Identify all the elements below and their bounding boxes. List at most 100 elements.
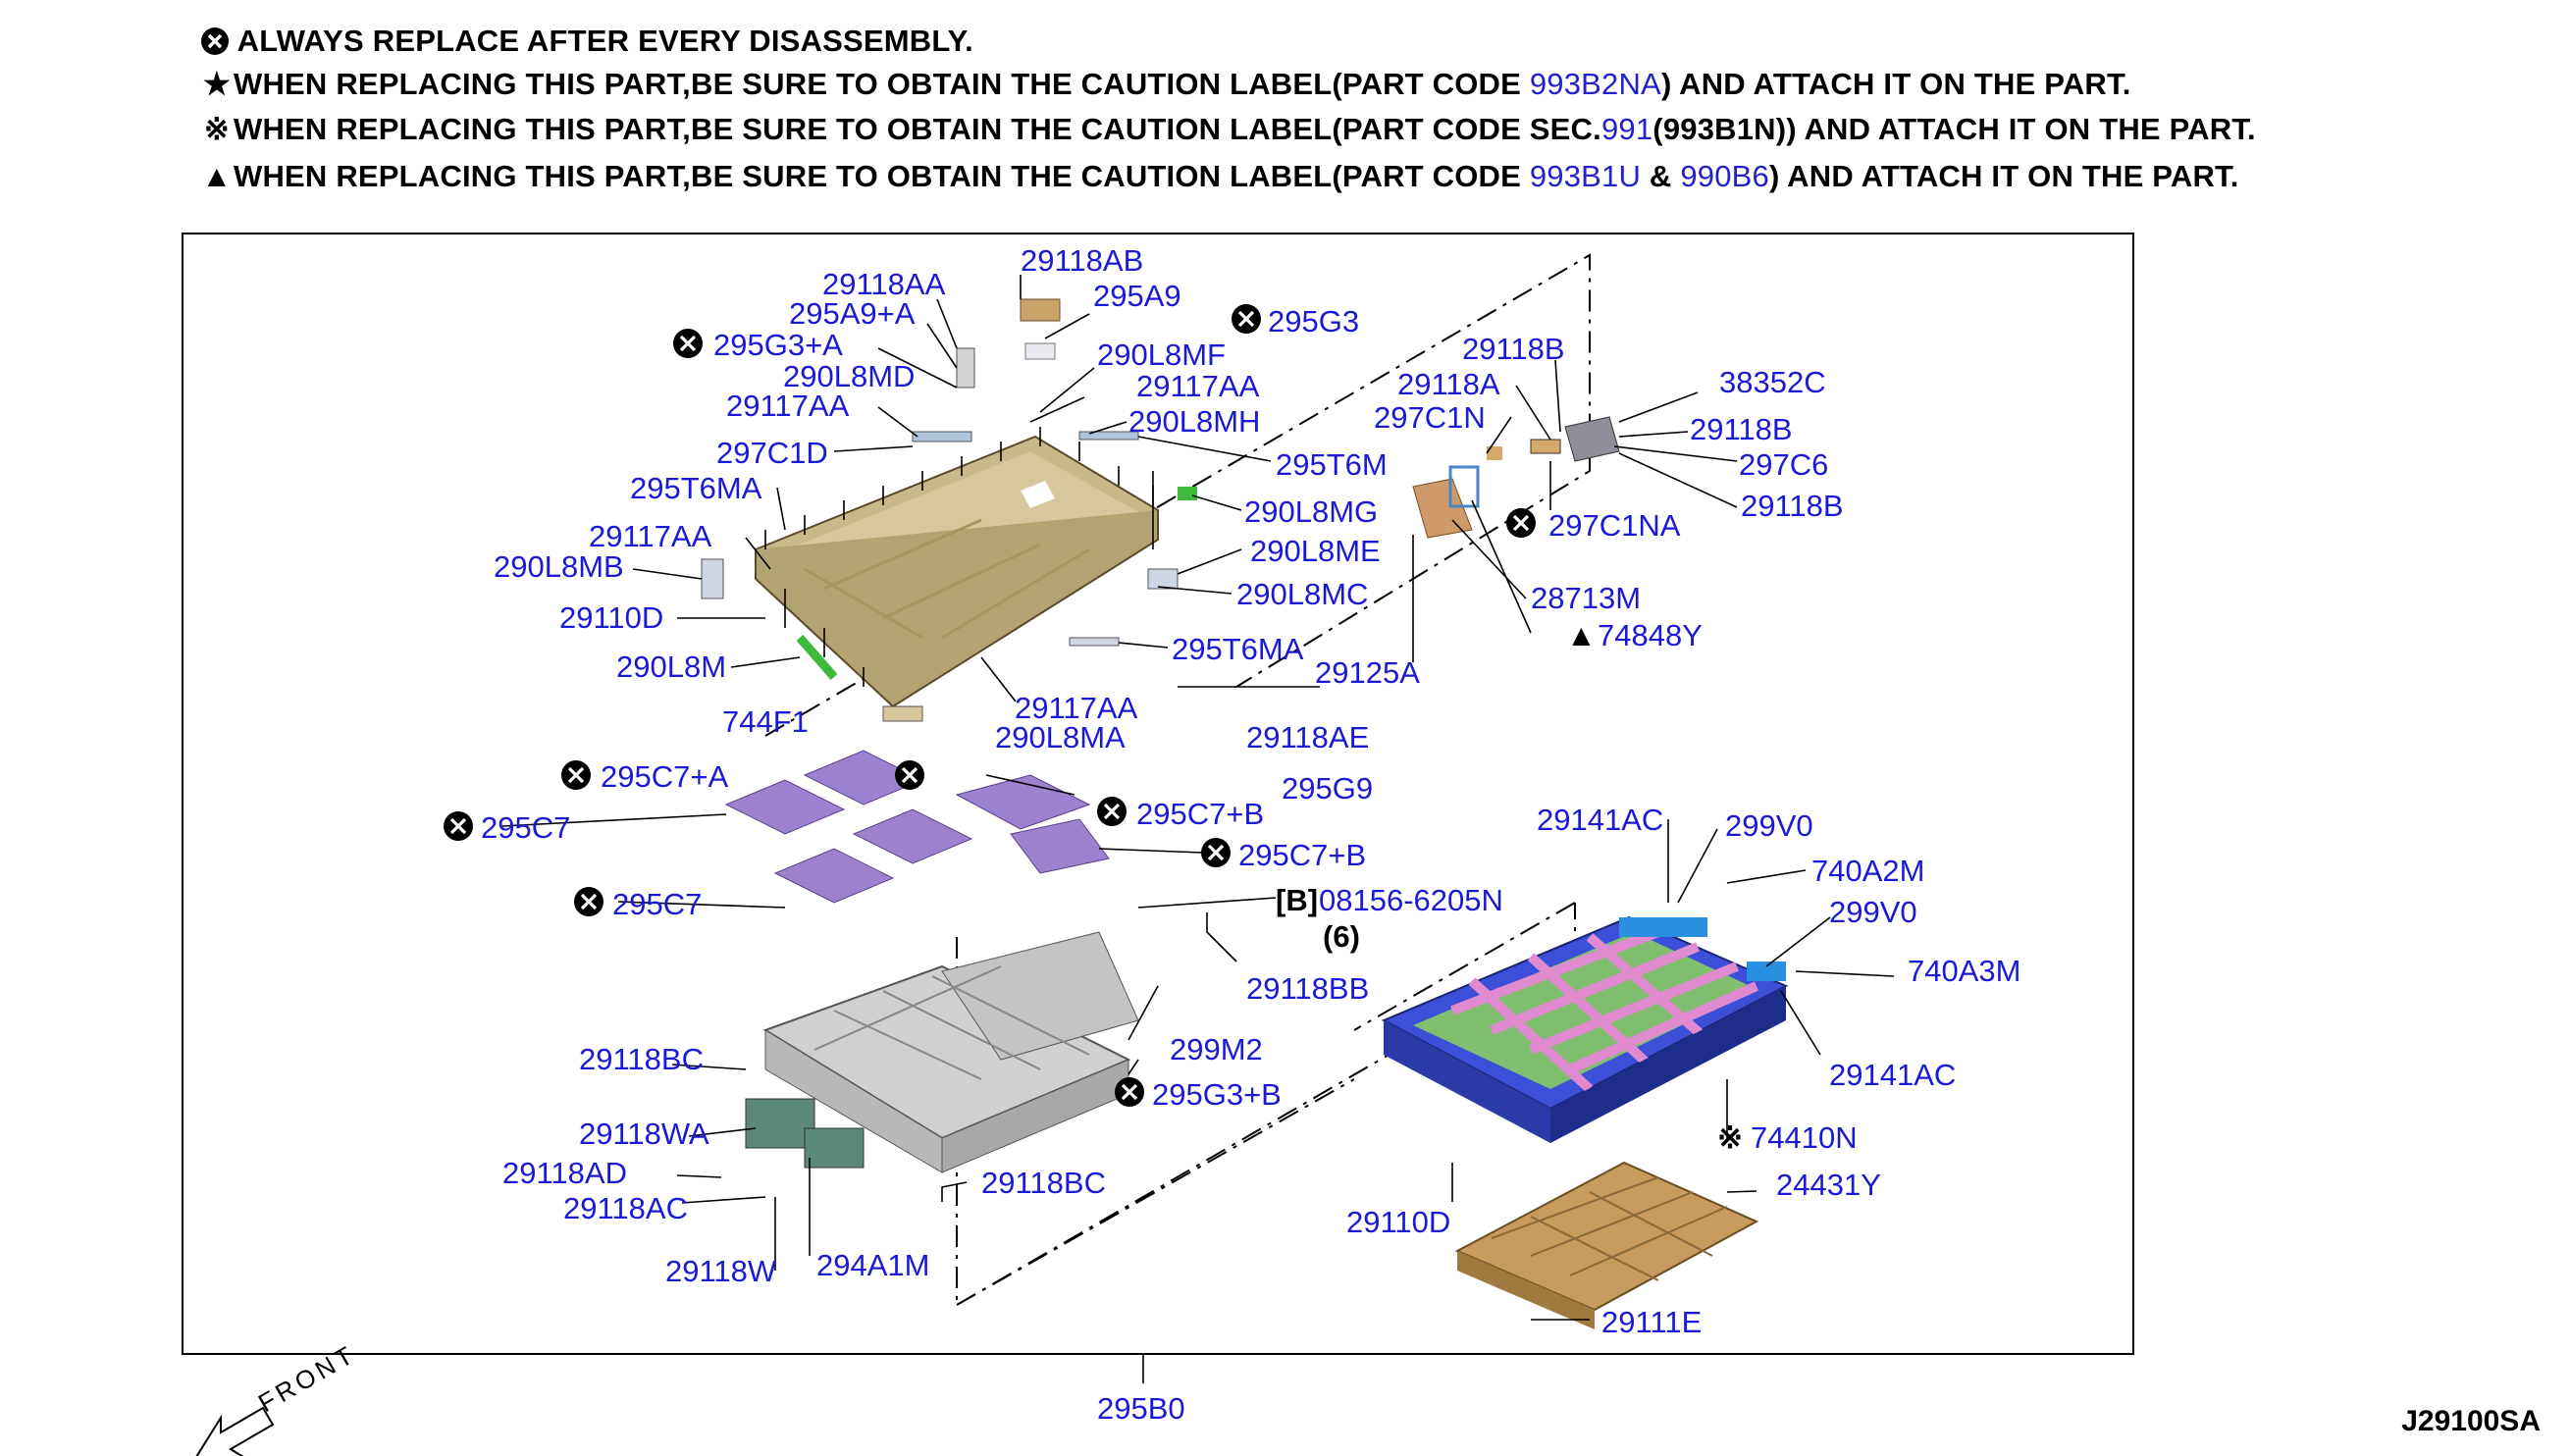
- part-number[interactable]: 297C6: [1739, 447, 1828, 482]
- part-number[interactable]: 290L8MC: [1236, 577, 1368, 611]
- part-number[interactable]: 29110D: [1346, 1205, 1450, 1239]
- part-number[interactable]: 74410N: [1751, 1120, 1858, 1155]
- part-number[interactable]: 74848Y: [1598, 618, 1703, 652]
- part-number[interactable]: 295C7+B: [1136, 797, 1264, 831]
- note-caution-label-star: ★WHEN REPLACING THIS PART,BE SURE TO OBT…: [200, 67, 2131, 102]
- part-number[interactable]: 297C1N: [1374, 400, 1486, 435]
- part-number-labels: 29118AB 29118AA 295A9 295A9+A 295G3 295G…: [481, 243, 2020, 1426]
- part-number[interactable]: 29118BC: [579, 1042, 704, 1076]
- part-number[interactable]: 290L8MD: [783, 359, 915, 393]
- part-number[interactable]: 29110D: [559, 600, 663, 635]
- part-number[interactable]: 295C7: [481, 810, 570, 845]
- part-number[interactable]: 29118B: [1462, 332, 1565, 366]
- diagram-reference-code: J29100SA: [2401, 1405, 2541, 1437]
- bracket-cluster-right: [1412, 416, 1620, 539]
- battery-case: [1381, 915, 1789, 1143]
- part-number[interactable]: 08156-6205N: [1319, 883, 1503, 917]
- part-number[interactable]: 740A2M: [1811, 854, 1924, 888]
- part-number[interactable]: 29118B: [1741, 489, 1844, 523]
- part-number[interactable]: 295G9: [1282, 771, 1373, 806]
- part-number[interactable]: 38352C: [1719, 365, 1826, 399]
- part-number[interactable]: 29118WA: [579, 1117, 709, 1151]
- triangle-symbol: ▲: [201, 159, 233, 193]
- part-number[interactable]: 295T6MA: [630, 471, 762, 505]
- part-number[interactable]: 295G3+B: [1152, 1077, 1282, 1112]
- part-number[interactable]: 297C1D: [716, 436, 828, 470]
- diagram-frame: [182, 233, 2134, 1355]
- part-number[interactable]: 24431Y: [1776, 1168, 1881, 1202]
- upper-cover-tray: [754, 427, 1160, 708]
- part-number[interactable]: 29118AB: [1021, 243, 1143, 278]
- part-number[interactable]: 29141AC: [1829, 1058, 1956, 1092]
- part-number[interactable]: 299M2: [1170, 1032, 1263, 1066]
- part-number[interactable]: 294A1M: [816, 1248, 929, 1282]
- note-text: WHEN REPLACING THIS PART,BE SURE TO OBTA…: [234, 159, 1521, 193]
- part-number[interactable]: 29118AE: [1246, 720, 1369, 754]
- part-number[interactable]: 290L8M: [616, 650, 726, 684]
- part-number[interactable]: 295G3: [1268, 304, 1359, 338]
- part-number[interactable]: 290L8MF: [1097, 338, 1226, 372]
- part-number[interactable]: 29118BC: [981, 1166, 1106, 1200]
- part-number[interactable]: 299V0: [1829, 895, 1917, 929]
- part-number[interactable]: 295C7+B: [1238, 838, 1366, 872]
- part-number[interactable]: 29118W: [665, 1254, 777, 1288]
- part-number[interactable]: 29118AC: [563, 1191, 688, 1225]
- front-arrow: FRONT: [195, 1338, 361, 1456]
- replace-always-icon: [1113, 1075, 1146, 1109]
- reference-symbol: ※: [203, 112, 231, 146]
- part-number[interactable]: 29118A: [1397, 367, 1500, 401]
- part-code[interactable]: 993B2NA: [1529, 67, 1661, 101]
- part-number[interactable]: 29117AA: [726, 389, 850, 423]
- purple-pads: [724, 750, 1110, 904]
- part-number[interactable]: 295T6MA: [1172, 632, 1304, 666]
- cross-circle-icon: [201, 27, 229, 55]
- note-caution-label-triangle: ▲WHEN REPLACING THIS PART,BE SURE TO OBT…: [200, 159, 2239, 194]
- part-code[interactable]: 993B1U: [1529, 159, 1642, 193]
- part-number[interactable]: 290L8MH: [1128, 404, 1260, 439]
- part-number[interactable]: 29141AC: [1537, 803, 1663, 837]
- part-number[interactable]: 29118AD: [502, 1156, 627, 1190]
- part-code[interactable]: 990B6: [1680, 159, 1769, 193]
- part-number[interactable]: 290L8ME: [1250, 534, 1381, 568]
- part-number[interactable]: 290L8MA: [995, 720, 1126, 754]
- part-code: (993B1N): [1652, 112, 1787, 146]
- part-number[interactable]: 29117AA: [1136, 369, 1260, 403]
- note-tail: ) AND ATTACH IT ON THE PART.: [1660, 67, 2131, 101]
- part-number[interactable]: 29117AA: [1015, 691, 1138, 725]
- part-number[interactable]: 295C7: [612, 887, 702, 921]
- part-number[interactable]: 295G3+A: [713, 328, 843, 362]
- part-number[interactable]: 290L8MB: [494, 549, 624, 584]
- replace-always-icon: [1095, 795, 1128, 828]
- part-number[interactable]: 295T6M: [1276, 447, 1388, 482]
- part-number[interactable]: 29118AA: [822, 267, 946, 301]
- part-number[interactable]: 295B0: [1097, 1391, 1185, 1426]
- note-tail: ) AND ATTACH IT ON THE PART.: [1768, 159, 2239, 193]
- note-text: WHEN REPLACING THIS PART,BE SURE TO OBTA…: [234, 112, 1601, 146]
- undercover-tray: [1454, 1161, 1759, 1329]
- part-number[interactable]: 28713M: [1531, 581, 1641, 615]
- part-number[interactable]: 297C1NA: [1548, 508, 1681, 543]
- leader-lines: [501, 275, 1895, 1383]
- replace-always-icon: [893, 758, 926, 792]
- replace-always-icon: [442, 809, 475, 843]
- part-number[interactable]: 295A9: [1093, 279, 1181, 313]
- part-number[interactable]: 29117AA: [589, 519, 712, 553]
- part-number[interactable]: 29118B: [1690, 412, 1793, 446]
- ampersand: &: [1649, 159, 1672, 193]
- part-number[interactable]: 29118BB: [1246, 971, 1369, 1006]
- part-number[interactable]: 299V0: [1725, 808, 1813, 843]
- part-number[interactable]: 295C7+A: [601, 759, 728, 794]
- note-caution-label-reference: ※WHEN REPLACING THIS PART,BE SURE TO OBT…: [200, 112, 2256, 147]
- part-number[interactable]: 295A9+A: [789, 296, 916, 331]
- part-number[interactable]: 744F1: [722, 704, 809, 739]
- replace-always-icon: [1504, 506, 1538, 540]
- note-text: WHEN REPLACING THIS PART,BE SURE TO OBTA…: [234, 67, 1521, 101]
- replace-always-icon: [572, 885, 605, 918]
- small-brackets-top: [701, 298, 1197, 722]
- replace-always-icon: [1199, 836, 1233, 869]
- part-number[interactable]: 29111E: [1601, 1305, 1702, 1339]
- part-number[interactable]: 290L8MG: [1244, 494, 1378, 529]
- part-number[interactable]: 740A3M: [1908, 954, 2020, 988]
- section-code[interactable]: 991: [1600, 112, 1653, 146]
- part-number[interactable]: 29125A: [1315, 655, 1420, 690]
